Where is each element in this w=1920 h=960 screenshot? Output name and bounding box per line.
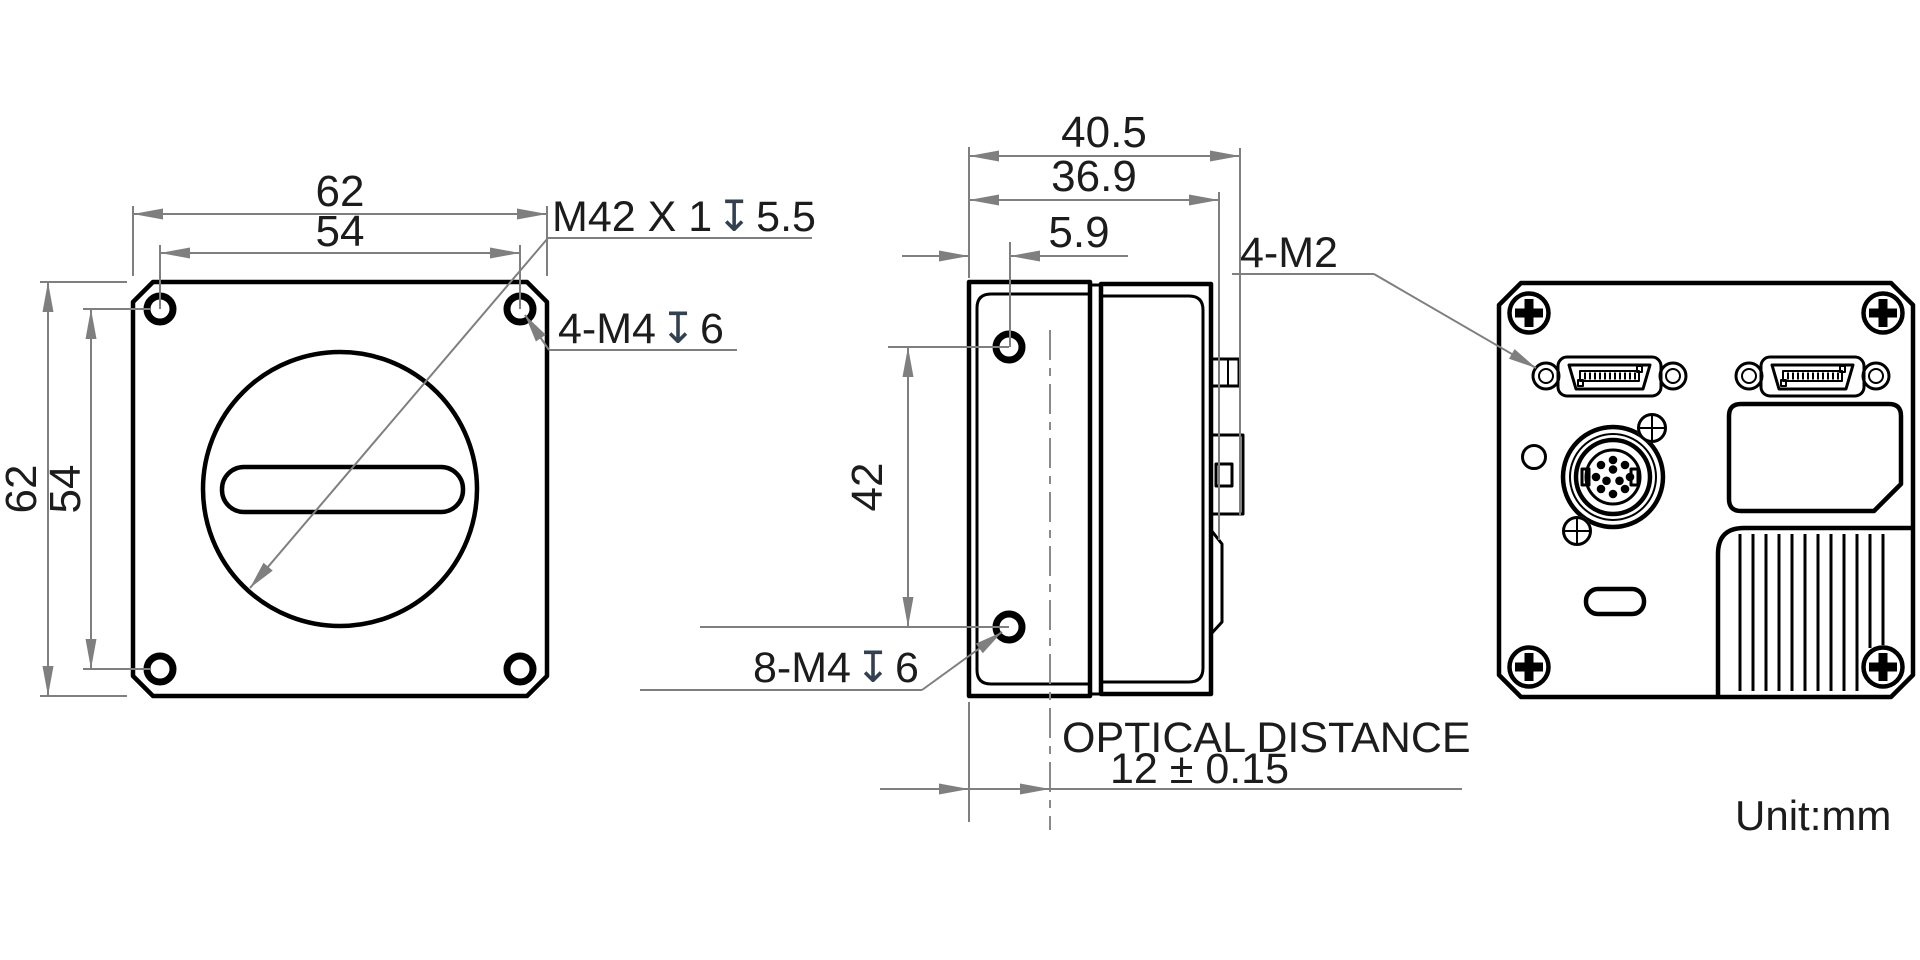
connector-screw-bottom (1562, 516, 1592, 546)
label-plate (1726, 401, 1904, 514)
side-connector-small (1209, 357, 1241, 388)
front-height-holes-value: 54 (41, 465, 90, 514)
side-view: 40.5 36.9 5.9 42 (640, 108, 1471, 830)
dim-optical-distance: OPTICAL DISTANCE 12 ± 0.15 (880, 702, 1471, 822)
side-rear-latch (1209, 529, 1224, 636)
side-depth-body-value: 36.9 (1051, 152, 1137, 201)
unit-note: Unit:mm (1735, 792, 1891, 839)
sensor-slot (219, 464, 466, 515)
dim-side-front-to-hole: 5.9 (902, 208, 1128, 347)
back-plate-outline (1496, 280, 1916, 700)
corner-screw-top-left (1507, 291, 1551, 335)
connector-screw-top (1637, 413, 1667, 443)
corner-screw-top-right (1861, 291, 1905, 335)
optical-distance-label: OPTICAL DISTANCE (1062, 714, 1471, 762)
callout-lens-mount: M42 X 1↧5.5 (249, 193, 816, 589)
front-view: 62 54 62 54 (0, 167, 816, 699)
front-hole-bottom-left (143, 652, 177, 686)
front-plate-outline (130, 279, 550, 699)
side-holes-callout-text: 8-M4↧6 (753, 644, 919, 692)
heatsink (1715, 525, 1914, 698)
lens-mount-circle (200, 349, 480, 629)
power-io-connector (1560, 413, 1667, 546)
dim-front-width-overall: 62 (132, 167, 548, 276)
back-view: 4-M2 (1232, 229, 1916, 700)
dim-front-width-holes: 54 (159, 207, 521, 309)
usb-port (1583, 586, 1647, 617)
front-width-holes-value: 54 (316, 207, 365, 256)
side-connector-large (1209, 433, 1245, 516)
callout-side-holes: 8-M4↧6 (640, 631, 1003, 692)
corner-screw-bottom-left (1507, 645, 1551, 689)
connector-pins (1591, 455, 1635, 499)
callout-connector-screws: 4-M2 (1232, 229, 1537, 369)
dim-side-hole-spacing: 42 (700, 346, 1009, 628)
dim-side-depth-body: 36.9 (969, 152, 1220, 540)
front-height-overall-value: 62 (0, 465, 46, 514)
dim-front-height-overall: 62 (0, 281, 127, 697)
sdr-connector-left (1531, 355, 1688, 398)
callout-front-mount-holes: 4-M4↧6 (524, 305, 737, 353)
status-led-hole (1521, 444, 1547, 470)
side-hole-spacing-value: 42 (843, 463, 892, 512)
sdr-connector-right (1734, 355, 1891, 398)
side-front-to-hole-value: 5.9 (1048, 208, 1109, 257)
side-rear-block (1098, 281, 1214, 697)
lens-mount-callout-text: M42 X 1↧5.5 (552, 193, 816, 241)
dim-front-height-holes: 54 (41, 308, 150, 670)
front-hole-bottom-right (503, 652, 537, 686)
front-mount-holes-callout-text: 4-M4↧6 (558, 305, 724, 353)
side-depth-overall-value: 40.5 (1061, 108, 1147, 157)
front-width-overall-value: 62 (316, 167, 365, 216)
corner-screw-bottom-right (1861, 645, 1905, 689)
optical-distance-value: 12 ± 0.15 (1110, 745, 1289, 793)
connector-screws-callout-text: 4-M2 (1240, 229, 1338, 277)
side-front-block (966, 279, 1093, 699)
